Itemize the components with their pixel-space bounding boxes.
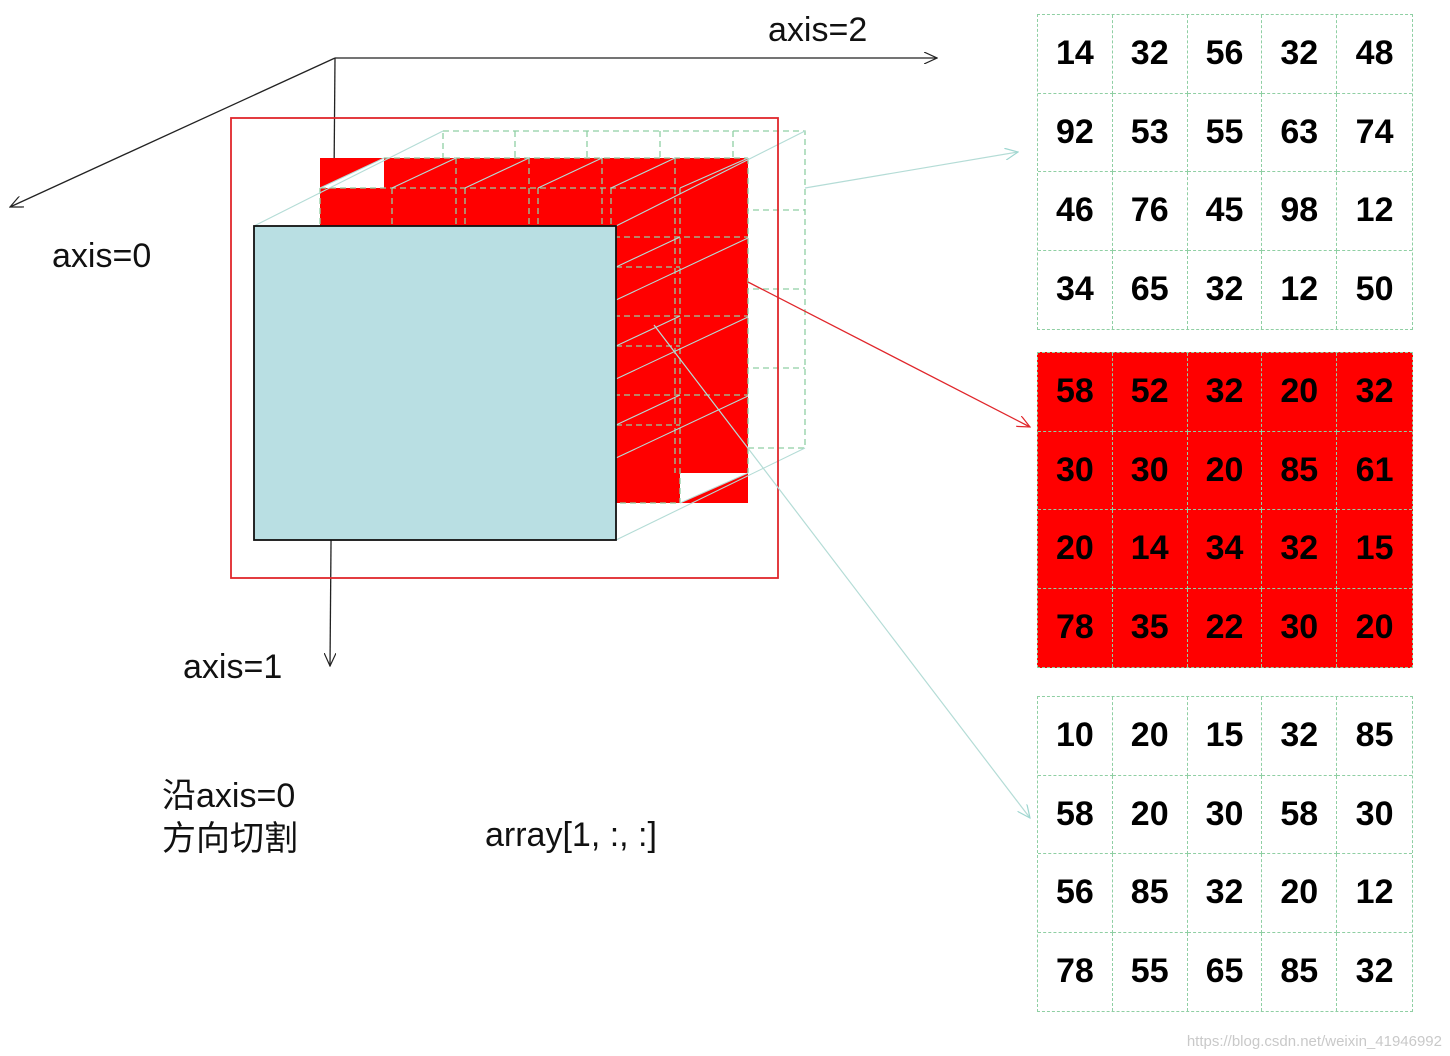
matrix-cell: 32 [1355, 952, 1394, 991]
matrix-cell: 32 [1262, 697, 1338, 776]
pointer-back-slice [804, 152, 1018, 189]
matrix-cell: 45 [1187, 172, 1263, 251]
matrix-cell: 32 [1188, 250, 1263, 329]
matrix-cell: 34 [1187, 510, 1263, 589]
matrix-cell: 48 [1337, 15, 1412, 94]
matrix-cell: 65 [1113, 250, 1188, 329]
matrix-cell: 74 [1337, 94, 1412, 172]
matrix-cell: 20 [1187, 431, 1263, 510]
matrix-cell: 30 [1112, 431, 1188, 510]
matrix-cell: 56 [1187, 15, 1263, 94]
matrix-cell: 55 [1113, 932, 1188, 1011]
pointer-front-slice [653, 324, 1030, 818]
front-slice-face [253, 225, 617, 541]
matrix-cell: 55 [1187, 93, 1263, 172]
matrix-cell: 35 [1113, 588, 1188, 667]
matrix-cell: 32 [1262, 15, 1338, 94]
matrix-cell: 32 [1262, 510, 1338, 589]
matrix-cell: 85 [1262, 431, 1338, 510]
matrix-cell: 63 [1262, 93, 1338, 172]
caption: 沿axis=0 方向切割 [162, 775, 298, 860]
matrix-cell: 20 [1262, 353, 1338, 432]
caption-line-1: 沿axis=0 [162, 777, 296, 815]
matrix-cell: 53 [1112, 93, 1188, 172]
axis1-label: axis=1 [183, 648, 283, 686]
matrix-cell: 20 [1262, 854, 1338, 933]
slice-expression: array[1, :, :] [485, 816, 657, 854]
matrix-cell: 65 [1188, 932, 1263, 1011]
perspective-edges [253, 130, 806, 541]
matrix-cell: 32 [1112, 15, 1188, 94]
matrix-cell: 15 [1187, 697, 1263, 776]
matrix-cell: 58 [1038, 775, 1113, 854]
matrix-cell: 85 [1337, 697, 1412, 776]
matrix-cell: 32 [1187, 854, 1263, 933]
matrix-cell: 78 [1038, 932, 1113, 1011]
matrix-cell: 14 [1112, 510, 1188, 589]
matrix-cell: 98 [1262, 172, 1338, 251]
matrix-cell: 34 [1038, 250, 1113, 329]
matrix-cell: 12 [1337, 172, 1412, 251]
matrix-cell: 32 [1187, 353, 1263, 432]
matrix-cell: 20 [1355, 608, 1394, 647]
axis0-arrow [10, 57, 336, 207]
axis2-label: axis=2 [768, 11, 868, 49]
caption-line-2: 方向切割 [162, 819, 298, 858]
matrix-cell: 61 [1337, 432, 1412, 510]
selection-frame [230, 117, 779, 579]
matrix-cell: 10 [1038, 697, 1113, 776]
matrix-cell: 12 [1262, 250, 1338, 329]
matrix-cell: 85 [1262, 932, 1338, 1011]
watermark: https://blog.csdn.net/weixin_41946992 [1186, 1033, 1442, 1050]
matrix-cell: 56 [1038, 854, 1113, 933]
matrix-cell: 76 [1112, 172, 1188, 251]
matrix-cell: 58 [1262, 775, 1338, 854]
matrix-cell: 30 [1337, 776, 1412, 854]
matrix-cell: 78 [1038, 588, 1113, 667]
matrix-cell: 30 [1187, 775, 1263, 854]
matrix-cell: 30 [1262, 588, 1338, 667]
matrix-cell: 30 [1038, 431, 1113, 510]
matrix-cell: 14 [1038, 15, 1113, 94]
matrix-cell: 20 [1038, 510, 1113, 589]
axis0-label: axis=0 [52, 237, 152, 275]
matrix-cell: 46 [1038, 172, 1113, 251]
pointer-middle-slice [747, 281, 1030, 427]
matrix-cell: 15 [1337, 510, 1412, 589]
matrix-cell: 52 [1112, 353, 1188, 432]
matrix-cell: 85 [1112, 854, 1188, 933]
matrix-cell: 92 [1038, 93, 1113, 172]
matrix-cell: 20 [1112, 697, 1188, 776]
matrix-cell: 32 [1337, 353, 1412, 432]
matrix-cell: 50 [1355, 270, 1394, 309]
matrix-cell: 58 [1038, 353, 1113, 432]
matrix-cell: 22 [1188, 588, 1263, 667]
matrix-cell: 12 [1337, 854, 1412, 933]
matrix-cell: 20 [1112, 775, 1188, 854]
